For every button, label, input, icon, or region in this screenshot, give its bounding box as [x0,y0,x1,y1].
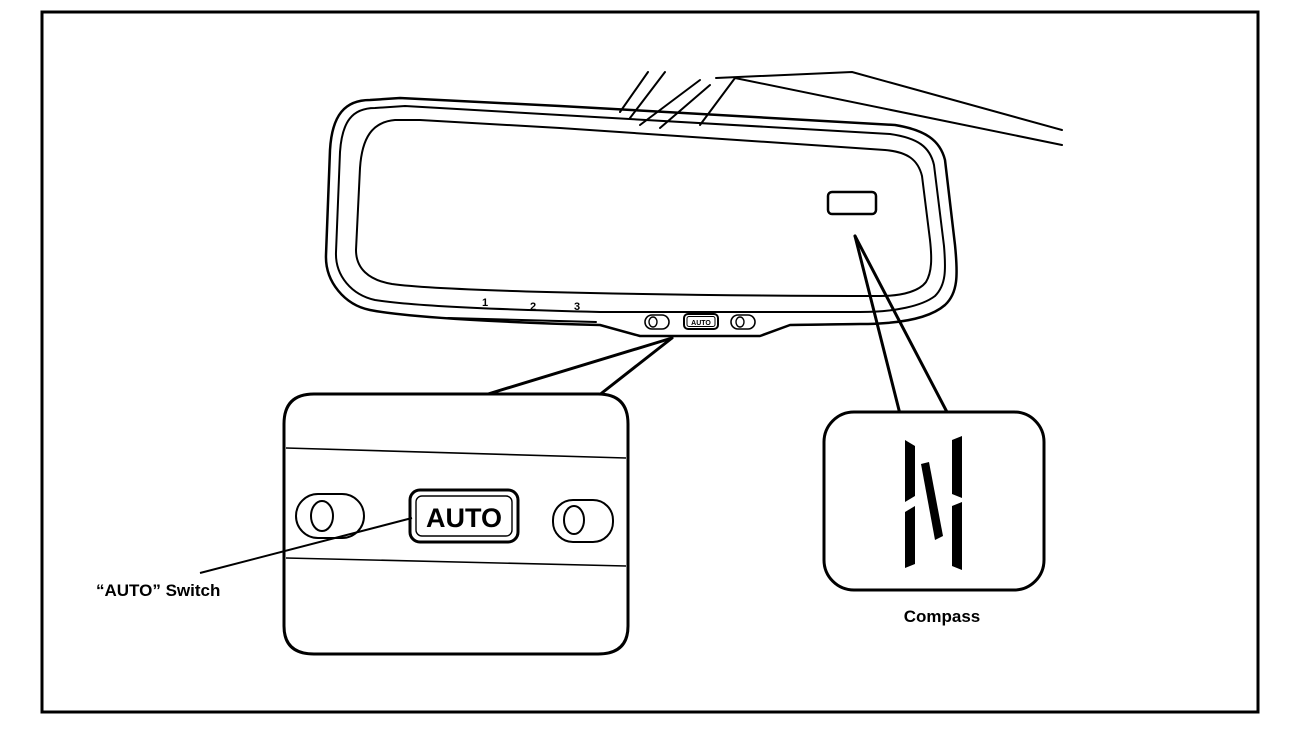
mirror-button-number-3: 3 [574,301,580,313]
rear-view-mirror: 1 2 3 AUTO [324,96,958,338]
oval-button-icon [310,500,334,532]
auto-switch-leader [199,517,413,574]
mirror-button-number-1: 1 [482,297,488,309]
compass-zoom-leaders [853,234,950,416]
auto-switch-label: “AUTO” Switch [96,581,220,600]
mirror-button-number-2: 2 [530,301,536,313]
compass-display-icon [905,436,962,570]
zoom-left-button[interactable] [295,493,365,539]
mirror-auto-label: AUTO [691,320,711,327]
oval-button-icon [735,316,745,328]
mirror-outer-rim [324,96,958,338]
zoom-right-button[interactable] [552,499,614,543]
auto-zoom-leaders [486,336,674,398]
mirror-right-button[interactable] [730,314,756,330]
mirror-glass [355,119,933,297]
mirror-compass-window [826,190,878,216]
auto-zoom-callout: AUTO [282,392,630,656]
mirror-outer-rim-2 [334,105,946,313]
oval-button-icon [563,505,585,535]
zoom-auto-label: AUTO [426,503,502,533]
compass-label: Compass [904,607,981,626]
mirror-auto-button[interactable]: AUTO [683,313,719,330]
zoom-auto-button[interactable]: AUTO [408,488,520,544]
compass-zoom-callout [822,410,1046,592]
mirror-left-button[interactable] [644,314,670,330]
oval-button-icon [648,316,658,328]
